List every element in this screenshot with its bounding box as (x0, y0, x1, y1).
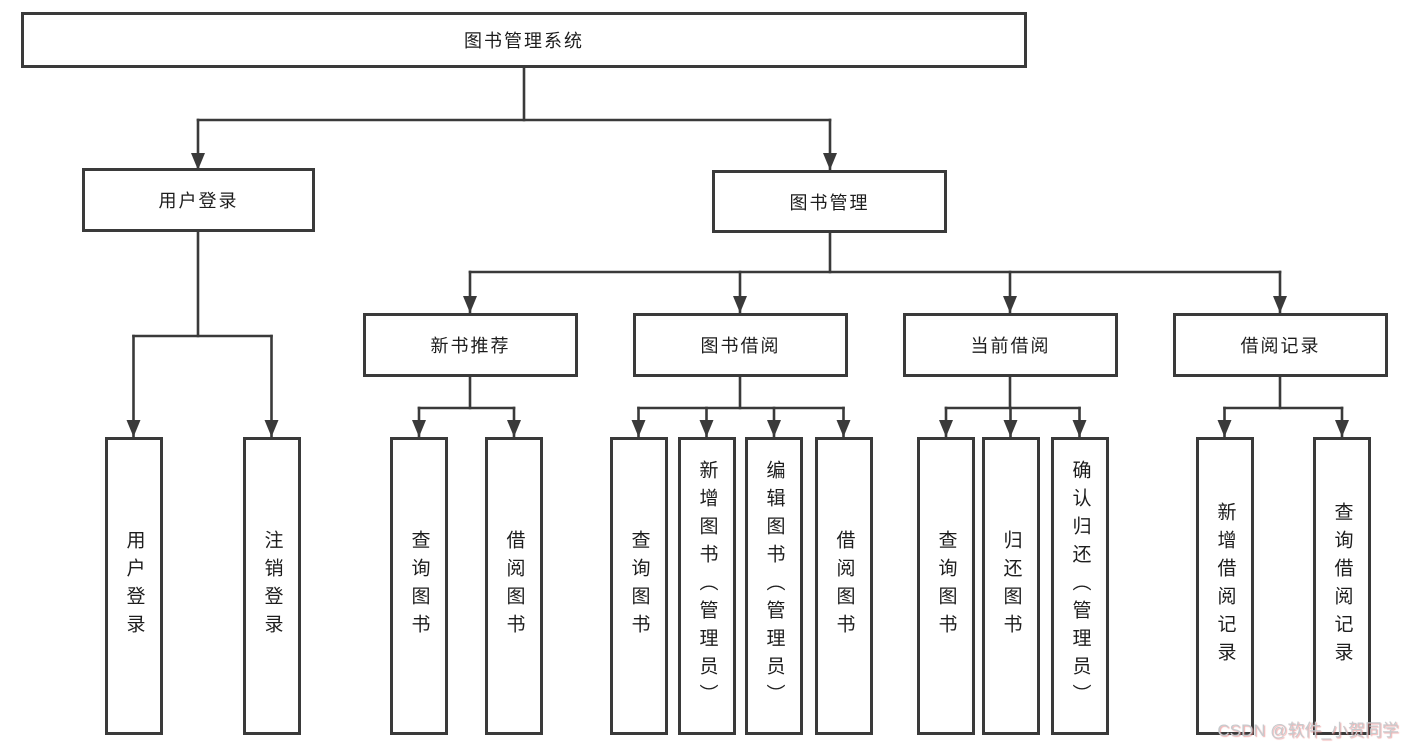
node-label: 新增图书（管理员） (696, 460, 718, 712)
node-label: 编辑图书（管理员） (763, 460, 785, 712)
leaf-bb-borrow-book: 借阅图书 (815, 437, 873, 735)
node-book-borrow: 图书借阅 (633, 313, 848, 377)
node-user-login: 用户登录 (82, 168, 315, 232)
node-label: 查询图书 (935, 530, 957, 642)
node-label: 借阅记录 (1240, 336, 1321, 356)
leaf-cb-return-book: 归还图书 (982, 437, 1040, 735)
leaf-user-login: 用户登录 (105, 437, 163, 735)
node-borrow-records: 借阅记录 (1173, 313, 1388, 377)
node-root: 图书管理系统 (21, 12, 1027, 68)
node-label: 借阅图书 (833, 530, 855, 642)
node-label: 新书推荐 (430, 336, 511, 356)
node-label: 图书管理 (789, 192, 870, 213)
leaf-bb-query-book: 查询图书 (610, 437, 668, 735)
node-book-management: 图书管理 (712, 170, 947, 233)
node-label: 归还图书 (1000, 530, 1022, 642)
node-label: 新增借阅记录 (1214, 502, 1236, 670)
node-current-borrow: 当前借阅 (903, 313, 1118, 377)
node-label: 注销登录 (261, 530, 283, 642)
leaf-nb-query-book: 查询图书 (390, 437, 448, 735)
leaf-br-query-record: 查询借阅记录 (1313, 437, 1371, 735)
leaf-nb-borrow-book: 借阅图书 (485, 437, 543, 735)
node-new-book-recommend: 新书推荐 (363, 313, 578, 377)
leaf-logout: 注销登录 (243, 437, 301, 735)
leaf-bb-add-book-admin: 新增图书（管理员） (678, 437, 736, 735)
node-label: 用户登录 (158, 191, 239, 211)
node-label: 图书借阅 (700, 336, 781, 356)
node-label: 确认归还（管理员） (1069, 460, 1091, 712)
node-label: 用户登录 (123, 530, 145, 642)
node-label: 查询图书 (628, 530, 650, 642)
watermark: CSDN @软件_小贺同学 (1217, 721, 1399, 740)
node-label: 借阅图书 (503, 530, 525, 642)
node-label: 图书管理系统 (464, 31, 584, 51)
leaf-cb-query-book: 查询图书 (917, 437, 975, 735)
node-label: 查询借阅记录 (1331, 502, 1353, 670)
leaf-bb-edit-book-admin: 编辑图书（管理员） (745, 437, 803, 735)
node-label: 查询图书 (408, 530, 430, 642)
node-label: 当前借阅 (970, 336, 1051, 356)
leaf-br-add-record: 新增借阅记录 (1196, 437, 1254, 735)
leaf-cb-confirm-return-admin: 确认归还（管理员） (1051, 437, 1109, 735)
